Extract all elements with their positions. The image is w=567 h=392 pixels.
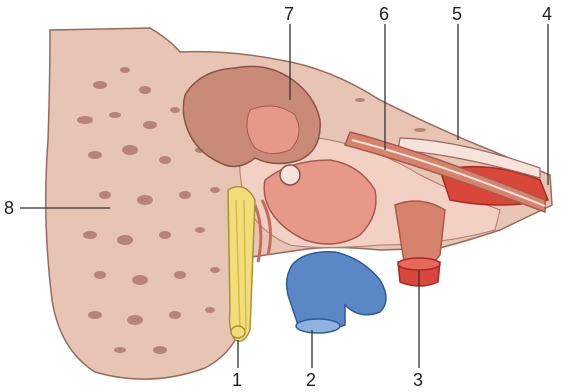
label-1: 1 [232, 370, 242, 390]
label-8: 8 [4, 198, 14, 218]
label-6: 6 [379, 4, 389, 24]
label-4: 4 [542, 4, 552, 24]
ossicle-head [247, 106, 299, 154]
facial-nerve [228, 187, 255, 342]
carotid-artery-opening [398, 258, 440, 270]
label-5: 5 [452, 4, 462, 24]
stapes-ring [280, 165, 300, 185]
label-2: 2 [306, 370, 316, 390]
label-7: 7 [284, 4, 294, 24]
jugular-vein [287, 252, 386, 330]
facial-nerve-end [231, 326, 245, 338]
jugular-vein-opening [296, 319, 340, 333]
label-3: 3 [413, 370, 423, 390]
